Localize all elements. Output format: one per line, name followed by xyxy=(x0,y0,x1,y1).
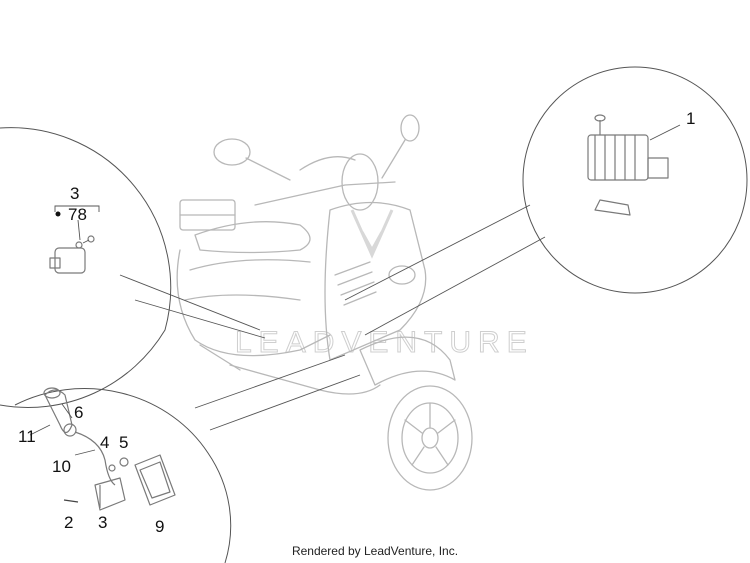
callout-6: 6 xyxy=(74,403,83,422)
watermark-logo: LEADVENTURE xyxy=(235,209,534,360)
zoom-circle-bottom xyxy=(14,388,232,563)
callout-11: 11 xyxy=(18,427,36,446)
callout-5: 5 xyxy=(119,433,128,452)
callout-4: 4 xyxy=(100,433,109,452)
callout-2: 2 xyxy=(64,513,73,532)
callout-3-top: 3 xyxy=(70,184,79,203)
callout-1: 1 xyxy=(686,109,695,128)
scooter-illustration xyxy=(176,114,473,491)
callout-9: 9 xyxy=(155,517,164,536)
zoom-circle-left xyxy=(0,127,172,408)
watermark-text: LEADVENTURE xyxy=(235,326,534,359)
regulator-cover-part xyxy=(49,235,95,274)
footer-credit: Rendered by LeadVenture, Inc. xyxy=(292,544,458,558)
callout-dot-78 xyxy=(55,211,61,217)
callout-3-bottom: 3 xyxy=(98,513,107,532)
callout-78: 78 xyxy=(68,205,87,224)
zoom-circle-right xyxy=(522,66,748,294)
callout-10: 10 xyxy=(52,457,71,476)
callout-bracket-78 xyxy=(54,205,100,212)
ignition-parts xyxy=(29,387,176,511)
voltage-regulator-part xyxy=(587,114,681,216)
